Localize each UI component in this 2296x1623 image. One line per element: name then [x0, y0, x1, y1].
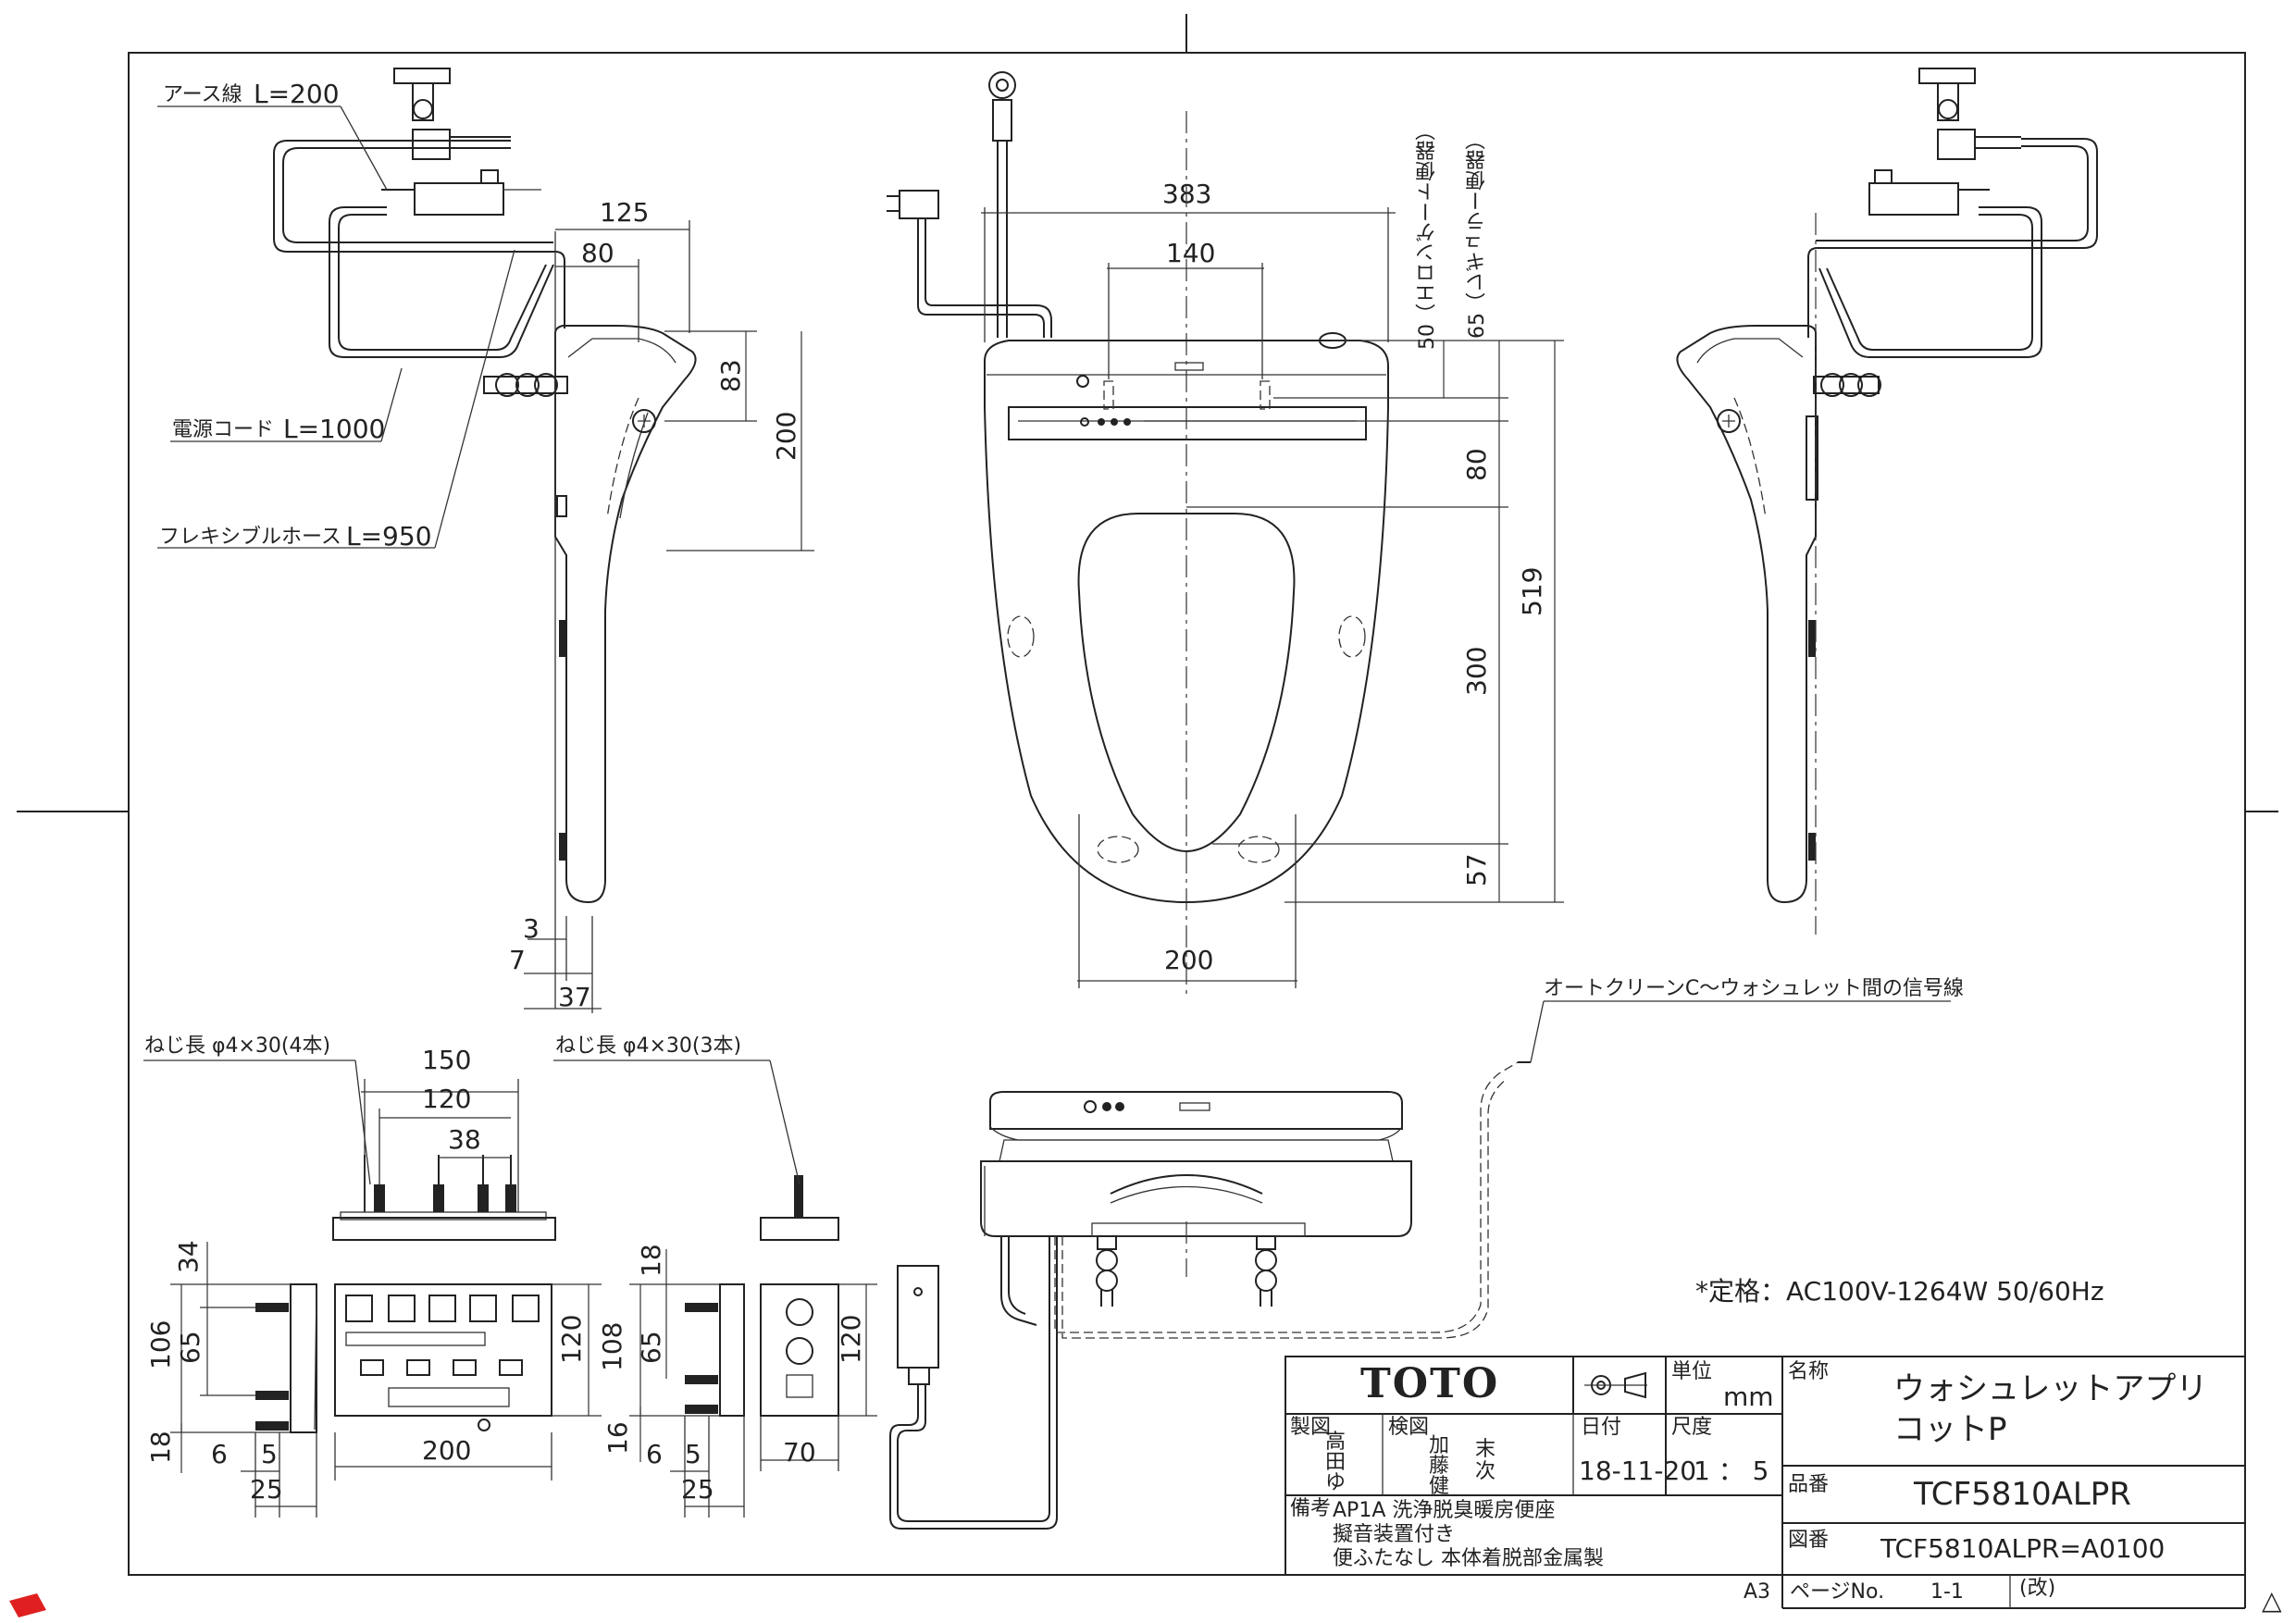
drawn-label: 製図: [1290, 1416, 1332, 1439]
brand-logo: TOTO: [1360, 1360, 1500, 1407]
remote-front-view: [334, 1283, 552, 1417]
dim-18-right: 18: [636, 1244, 666, 1277]
dim-70: 70: [783, 1437, 816, 1468]
part-label: 品番: [1788, 1473, 1830, 1496]
rating-label: *定格：AC100V-1264W 50/60Hz: [1695, 1276, 2104, 1307]
flex-hose-length: L=950: [346, 521, 432, 551]
drawing-number: TCF5810ALPR=A0100: [1880, 1533, 2166, 1564]
dim-125: 125: [600, 197, 650, 228]
product-name-line1: ウォシュレットアプリ: [1893, 1370, 2208, 1407]
auto-clean-unit: [897, 1265, 939, 1369]
dim-5-right: 5: [685, 1439, 701, 1469]
dim-6-right: 6: [646, 1439, 663, 1469]
part-number: TCF5810ALPR: [1914, 1476, 2131, 1513]
dim-34: 34: [173, 1240, 204, 1273]
dim-120-remote: 120: [556, 1314, 587, 1364]
power-cord-length: L=1000: [283, 414, 386, 444]
product-name-line2: コットP: [1893, 1411, 2007, 1448]
dim-38: 38: [448, 1124, 481, 1155]
screw-left-label: ねじ長 φ4×30(4本): [144, 1035, 331, 1058]
dim-300: 300: [1461, 646, 1492, 696]
unit-label: 単位: [1671, 1360, 1713, 1383]
dim-80-side: 80: [581, 238, 614, 268]
earth-wire-label: アース線: [163, 83, 242, 106]
triangle-mark: △: [2262, 1585, 2282, 1616]
date-value: 18-11-20: [1579, 1456, 1697, 1486]
dim-200-top: 200: [1164, 945, 1214, 975]
signal-line-label: オートクリーンC～ウォシュレット間の信号線: [1544, 977, 1964, 1000]
top-view: [887, 71, 1564, 999]
checked-label: 検図: [1388, 1416, 1430, 1439]
regular-label: 65（レギュラー便器）: [1466, 130, 1489, 339]
unit-value: mm: [1723, 1381, 1774, 1412]
dim-5-left: 5: [261, 1439, 278, 1469]
dim-120-small: 120: [836, 1314, 866, 1364]
dim-106: 106: [145, 1319, 176, 1369]
scale-label: 尺度: [1671, 1416, 1713, 1439]
page-number: 1-1: [1930, 1580, 1964, 1604]
page-label: ページNo.: [1790, 1580, 1885, 1604]
checked-5: 次: [1475, 1460, 1496, 1483]
checked-3: 健: [1429, 1475, 1450, 1498]
dim-25-right: 25: [681, 1474, 714, 1505]
earth-wire-length: L=200: [254, 79, 340, 109]
left-side-view: [157, 68, 814, 1013]
dim-37: 37: [558, 982, 591, 1012]
paper-size: A3: [1744, 1580, 1771, 1604]
note-line1: AP1A 洗浄脱臭暖房便座: [1333, 1499, 1556, 1522]
dim-200-side: 200: [771, 411, 801, 461]
right-side-view: [1676, 68, 2098, 935]
corner-logo-icon: [9, 1593, 46, 1617]
notes-label: 備考: [1290, 1497, 1332, 1520]
dim-200-remote: 200: [422, 1435, 472, 1466]
note-line2: 擬音装置付き: [1333, 1523, 1456, 1546]
remote-bracket-views: [143, 1059, 1058, 1530]
scale-value: 1 ： 5: [1694, 1456, 1769, 1486]
front-view: [980, 1000, 1951, 1339]
revision-label: (改): [2019, 1577, 2056, 1600]
checked-2: 藤: [1429, 1455, 1450, 1478]
dim-83: 83: [715, 359, 746, 392]
dim-140: 140: [1166, 238, 1216, 268]
date-label: 日付: [1581, 1416, 1622, 1439]
drawing-label: 図番: [1788, 1529, 1830, 1552]
dim-7: 7: [509, 945, 526, 975]
checked-1: 加: [1429, 1434, 1450, 1457]
dim-18-left: 18: [145, 1431, 176, 1464]
screw-right-label: ねじ長 φ4×30(3本): [555, 1035, 742, 1058]
dim-383: 383: [1162, 179, 1212, 209]
dim-65-left: 65: [175, 1331, 205, 1364]
checked-4: 末: [1475, 1438, 1496, 1461]
dim-150: 150: [422, 1045, 472, 1075]
dim-65-right: 65: [636, 1331, 666, 1364]
name-label: 名称: [1788, 1360, 1830, 1383]
drawn-by-1: 高: [1325, 1431, 1347, 1454]
note-line3: 便ふたなし 本体着脱部金属製: [1333, 1547, 1604, 1570]
title-block: [1285, 1356, 2246, 1609]
dim-25-left: 25: [250, 1474, 283, 1505]
drawn-by-3: ゆ: [1325, 1471, 1347, 1494]
flex-hose-label: フレキシブルホース: [159, 526, 341, 549]
dim-16: 16: [602, 1421, 633, 1455]
dim-6-left: 6: [211, 1439, 228, 1469]
elongate-label: 50（エロンゲート便器）: [1416, 120, 1439, 350]
dim-80-top: 80: [1461, 448, 1492, 481]
dim-120-bracket: 120: [422, 1084, 472, 1114]
dim-3: 3: [523, 913, 540, 944]
dim-108: 108: [597, 1321, 627, 1371]
dim-57: 57: [1461, 853, 1492, 886]
dim-519: 519: [1517, 566, 1547, 616]
drawn-by-2: 田: [1325, 1451, 1347, 1474]
power-cord-label: 電源コード: [172, 418, 275, 441]
